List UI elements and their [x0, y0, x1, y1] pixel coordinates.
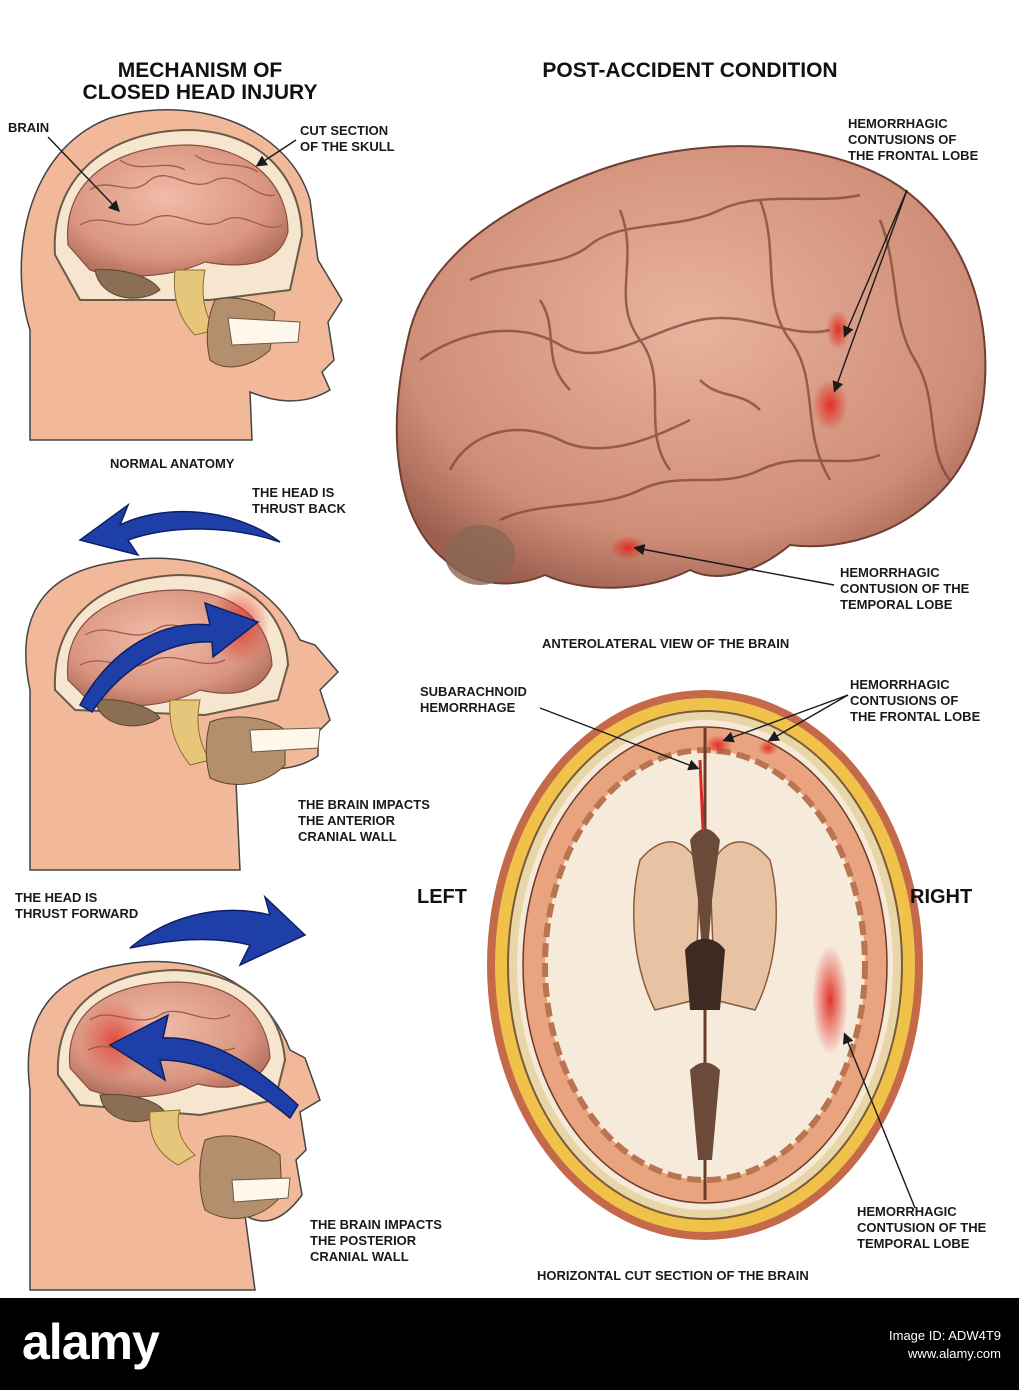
- illustration-canvas: [20, 109, 987, 1291]
- head-thrust-back: [25, 557, 340, 871]
- leader-lines: [47, 136, 916, 1209]
- head-thrust-forward: [27, 960, 321, 1291]
- title-mechanism: MECHANISM OF CLOSED HEAD INJURY: [82, 59, 318, 104]
- label-temporal-contusion-bottom: HEMORRHAGIC CONTUSION OF THE TEMPORAL LO…: [857, 1204, 987, 1251]
- label-impact-anterior: THE BRAIN IMPACTS THE ANTERIOR CRANIAL W…: [298, 797, 430, 844]
- caption-horizontal-section: HORIZONTAL CUT SECTION OF THE BRAIN: [537, 1268, 809, 1283]
- label-skull: CUT SECTION OF THE SKULL: [300, 123, 395, 154]
- image-id: Image ID: ADW4T9: [889, 1328, 1001, 1343]
- footer-bar: [0, 1298, 1019, 1390]
- arrow-brain-forward: [78, 601, 260, 714]
- caption-anterolateral: ANTEROLATERAL VIEW OF THE BRAIN: [542, 636, 790, 651]
- label-left: LEFT: [417, 886, 467, 908]
- label-brain: BRAIN: [8, 120, 50, 135]
- label-thrust-back: THE HEAD IS THRUST BACK: [252, 485, 346, 516]
- title-post-accident: POST-ACCIDENT CONDITION: [542, 59, 838, 82]
- label-subarachnoid: SUBARACHNOID HEMORRHAGE: [420, 684, 527, 715]
- label-temporal-contusion-top: HEMORRHAGIC CONTUSION OF THE TEMPORAL LO…: [840, 565, 970, 612]
- label-thrust-forward: THE HEAD IS THRUST FORWARD: [15, 890, 139, 921]
- arrow-brain-backward: [108, 1013, 299, 1120]
- label-right: RIGHT: [910, 886, 973, 908]
- arrow-backward: [78, 502, 281, 557]
- arrow-forward: [129, 894, 307, 967]
- site-url: www.alamy.com: [908, 1346, 1001, 1361]
- label-frontal-contusions-top: HEMORRHAGIC CONTUSIONS OF THE FRONTAL LO…: [848, 116, 979, 163]
- label-normal-anatomy: NORMAL ANATOMY: [110, 456, 235, 471]
- label-impact-posterior: THE BRAIN IMPACTS THE POSTERIOR CRANIAL …: [310, 1217, 442, 1264]
- alamy-logo: alamy: [22, 1314, 160, 1370]
- label-frontal-contusions-bottom: HEMORRHAGIC CONTUSIONS OF THE FRONTAL LO…: [850, 677, 981, 724]
- brain-cross-section: [487, 690, 923, 1240]
